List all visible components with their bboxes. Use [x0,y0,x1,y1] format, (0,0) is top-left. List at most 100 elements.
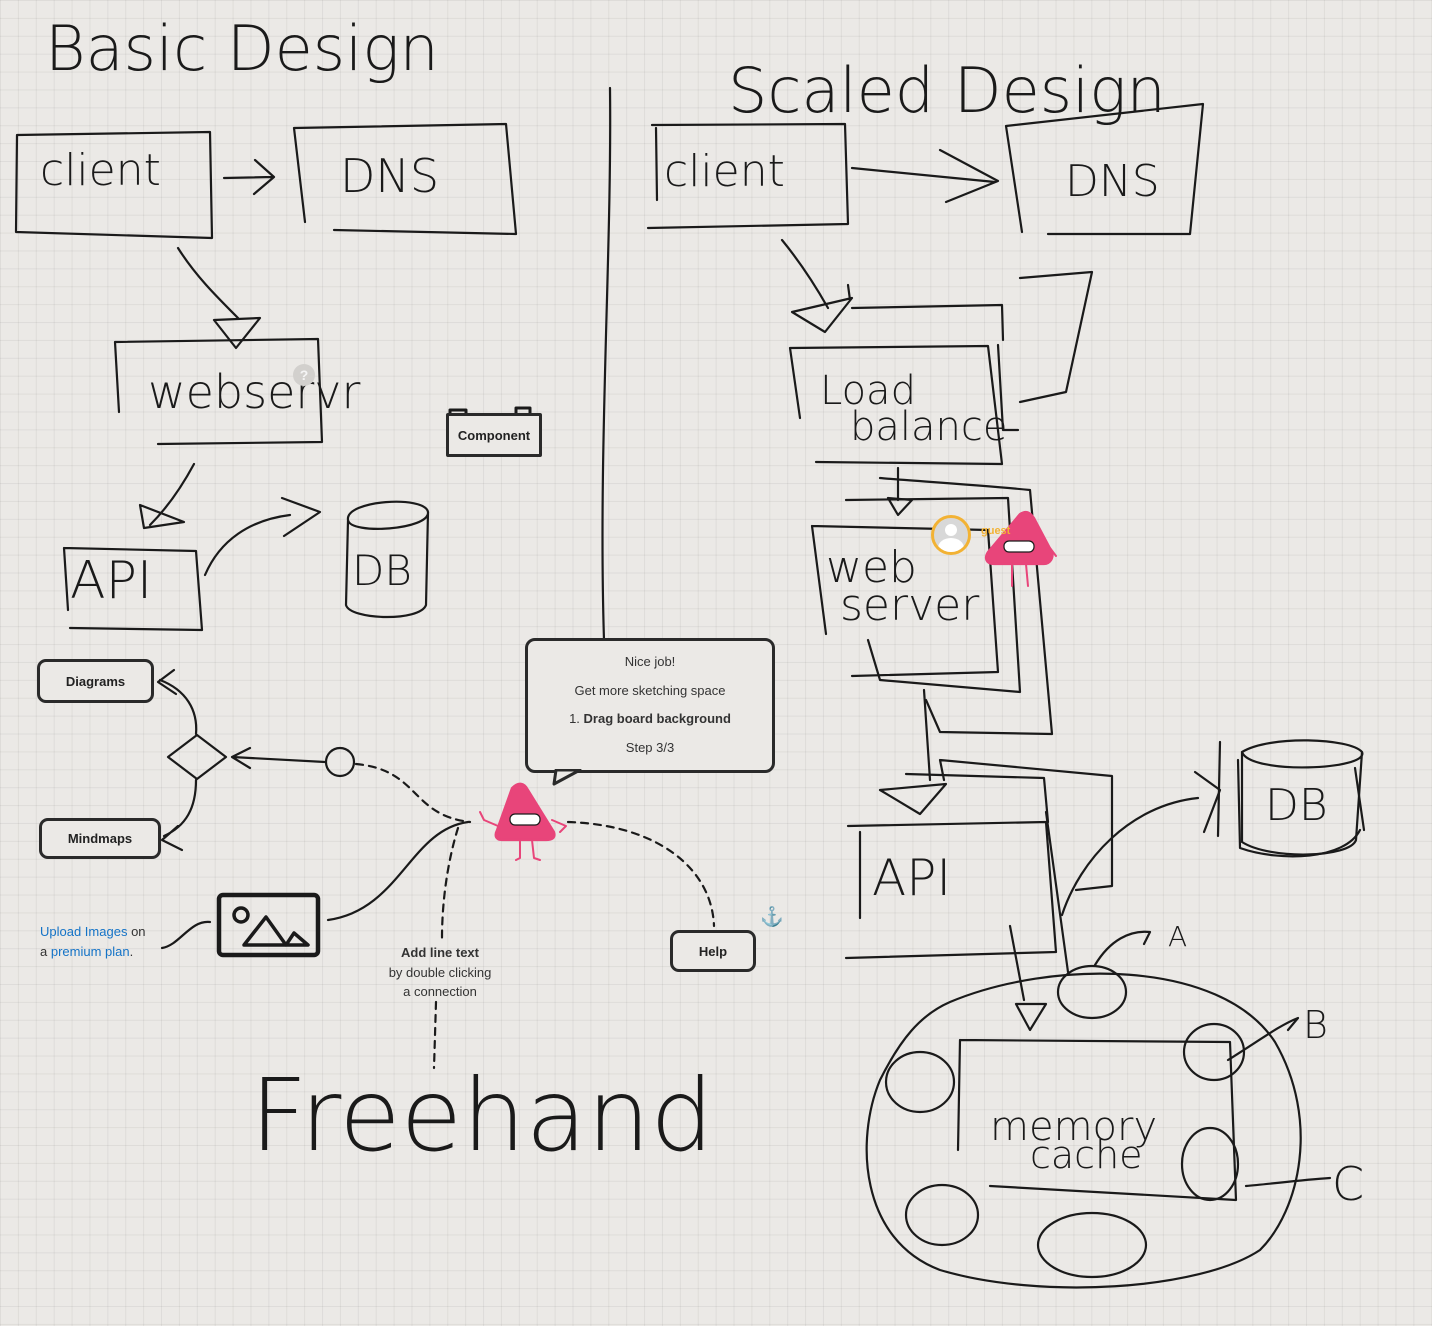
guest-name-label: guest [981,525,1011,537]
client2-dns2-arrow [850,148,1000,204]
lb-side-line [996,343,1020,432]
cache-shard-e[interactable] [904,1183,980,1247]
cache-label-2: cache [1030,1133,1143,1177]
lb-arrowhead [790,283,854,334]
onboarding-tooltip[interactable]: Nice job! Get more sketching space 1. Dr… [525,638,775,773]
anchor-icon[interactable]: ⚓ [760,907,784,928]
hint-mascot-dashed [440,826,460,940]
mascot[interactable] [479,782,567,861]
cache-shard-b[interactable] [1182,1022,1246,1082]
image-icon[interactable] [216,892,321,958]
api2-cache-line-2 [1044,810,1070,974]
webserver-api-line [148,462,196,527]
ws-arrowhead [886,496,914,517]
line-text-hint: Add line text by double clicking a conne… [372,943,508,1002]
shard-a-pointer [1093,930,1152,967]
cache-box[interactable] [956,1038,1238,1202]
image-icon-sun [232,906,250,924]
mindmaps-connector [160,778,198,852]
upload-images-note: Upload Images on a premium plan. [40,922,160,962]
premium-plan-link[interactable]: premium plan [50,944,130,959]
cache-cloud [865,972,1302,1289]
dns2-box[interactable] [1004,102,1205,236]
mascot-small [984,510,1057,587]
db2-cylinder-back [1216,740,1366,858]
client-webserver-line [176,246,240,320]
upload-note-text-1: on [127,924,146,939]
ws-box[interactable] [810,524,1000,678]
start-circle[interactable] [324,746,356,778]
api2-arrowhead [878,782,948,816]
scaled-design-title: Scaled Design [728,54,1166,127]
upload-note-text-3: . [129,944,134,959]
tooltip-line-2: Get more sketching space [574,682,726,698]
component-node[interactable]: Component [446,413,542,457]
line-text-hint-line-3: a connection [403,984,477,999]
api-label: API [70,551,152,611]
ws-api2-line [922,688,932,782]
cache-shard-c[interactable] [1180,1126,1240,1202]
avatar-body [938,538,964,552]
db-arrowhead [280,496,322,538]
cache-arrowhead [1014,1002,1048,1032]
help-button[interactable]: Help [670,930,756,972]
api2-back-box [904,758,1114,892]
dns2-label: DNS [1065,156,1160,207]
component-tabs [448,406,532,416]
db-cylinder[interactable] [344,500,430,619]
mascot-limbs [479,811,567,861]
line-text-hint-bold: Add line text [400,945,479,960]
section-divider [601,86,612,642]
mascot-small-mouth [1003,540,1035,553]
upload-images-link[interactable]: Upload Images [40,924,128,939]
webserver-label: webservr [148,365,361,419]
webserver-box[interactable] [113,337,324,446]
api2-cache-line-1 [1008,924,1026,1002]
diagrams-node[interactable]: Diagrams [37,659,154,703]
ws-back-box-2 [878,476,1054,736]
shard-a-label: A [1168,920,1187,953]
tooltip-line-3: 1. Drag board background [528,712,772,726]
ws-label-2: server [840,580,980,631]
line-text-hint-line-2: by double clicking [388,964,492,980]
api-box[interactable] [62,546,204,632]
avatar-head [945,524,957,536]
dns-label: DNS [340,149,439,203]
api2-box[interactable] [844,820,1058,960]
upload-image-connector [160,920,212,950]
lb-box[interactable] [788,344,1004,466]
lb-label-2: balance [850,404,1007,450]
db2-label: DB [1265,780,1328,831]
db2-arrowhead [1193,770,1222,834]
image-mascot-line [326,820,470,922]
help-label: Help [698,943,728,959]
tooltip-line-3-prefix: 1. [569,711,584,726]
dns-box[interactable] [292,122,518,236]
shard-b-pointer [1226,1016,1300,1062]
api-db-line [203,513,292,577]
decision-diamond[interactable] [166,733,228,781]
circle-to-diamond-arrow [230,746,327,770]
cache-shard-a[interactable] [1056,964,1128,1020]
freehand-label: Freehand [250,1057,714,1174]
client2-lb-line [780,238,830,310]
cache-shard-d[interactable] [1036,1211,1148,1279]
guest-avatar[interactable] [931,515,971,555]
api2-label: API [872,849,951,907]
shard-c-pointer [1244,1176,1332,1188]
mascot-mouth [509,813,541,826]
help-marker-icon[interactable]: ? [293,364,315,386]
api2-db2-line [1060,796,1200,917]
cache-shard-f[interactable] [884,1050,956,1114]
mascot-body [494,782,556,842]
diagrams-connector [156,668,198,736]
shard-c-label: C [1332,1157,1364,1211]
client-box[interactable] [14,130,214,240]
mascot-small-limbs [1011,547,1057,587]
lb-back-box [850,270,1094,404]
mindmaps-node[interactable]: Mindmaps [39,818,161,859]
client2-box[interactable] [646,122,850,230]
ws-back-box-1 [844,496,1022,694]
client-label: client [40,145,161,196]
